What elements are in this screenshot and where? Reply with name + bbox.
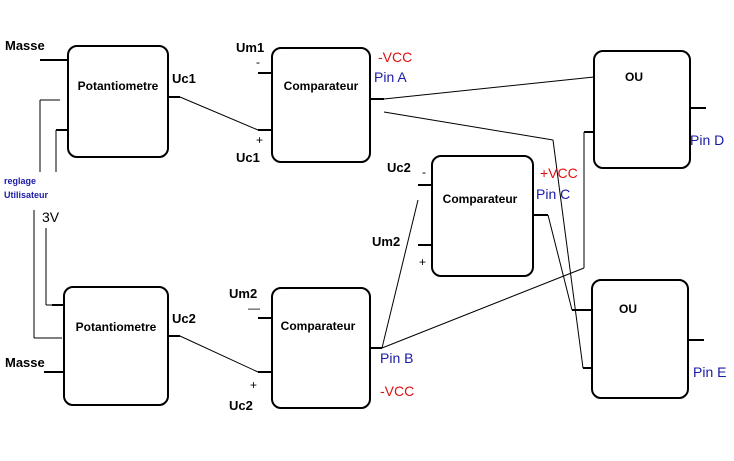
block-pot-top: Potantiometre — [67, 45, 169, 158]
block-comp-b: Comparateur — [271, 287, 371, 409]
comp-a-label: Comparateur — [284, 79, 359, 93]
comp-a-minus-sign: - — [256, 55, 260, 69]
comp-b-minus-sign: — — [248, 301, 260, 315]
comp-b-plus-sign: + — [250, 378, 257, 392]
wire-pin-a-to-ou-e — [552, 139, 584, 369]
pot-bottom-label: Potantiometre — [76, 320, 157, 334]
pot-top-label: Potantiometre — [78, 79, 159, 93]
wire-uc1-to-comp-a — [179, 96, 259, 131]
wires — [33, 59, 706, 373]
um1-label: Um1 — [236, 40, 264, 55]
wire-uc2-to-comp-b — [179, 335, 259, 373]
wire-pin-a-to-ou-d — [383, 76, 595, 100]
comp-c-plus-sign: + — [419, 255, 426, 269]
supply-b-label: -VCC — [380, 383, 414, 399]
pin-a-label: Pin A — [374, 69, 407, 85]
block-pot-bottom: Potantiometre — [63, 286, 169, 406]
pin-d-label: Pin D — [690, 132, 724, 148]
comp-a-plus-sign: + — [256, 133, 263, 147]
comp-c-minus-sign: - — [422, 165, 426, 179]
block-ou-d: OU — [593, 50, 691, 169]
wire-pin-c-to-ou-e — [547, 214, 573, 311]
um2-c-label: Um2 — [372, 234, 400, 249]
masse-top-label: Masse — [5, 38, 45, 53]
uc2-out-label: Uc2 — [172, 311, 196, 326]
utilisateur-label: Utilisateur — [4, 190, 49, 200]
ou-d-label: OU — [625, 70, 643, 84]
voltage-3v-label: 3V — [42, 209, 60, 225]
uc2-c-label: Uc2 — [387, 160, 411, 175]
pin-e-label: Pin E — [693, 364, 726, 380]
uc1-in-label: Uc1 — [236, 150, 260, 165]
pin-c-label: Pin C — [536, 186, 570, 202]
ou-e-label: OU — [619, 302, 637, 316]
pin-b-label: Pin B — [380, 350, 413, 366]
wire-pin-a-diag — [383, 111, 554, 141]
masse-bottom-label: Masse — [5, 355, 45, 370]
block-ou-e: OU — [591, 279, 689, 399]
um2-b-label: Um2 — [229, 286, 257, 301]
block-comp-a: Comparateur — [271, 47, 371, 163]
uc2-in-label: Uc2 — [229, 398, 253, 413]
comp-b-label: Comparateur — [281, 319, 356, 333]
wire-pin-b-to-bus — [381, 267, 585, 349]
uc1-out-label: Uc1 — [172, 71, 196, 86]
supply-c-label: +VCC — [540, 165, 578, 181]
wire-pin-b-to-comp-c — [381, 199, 419, 349]
comp-c-label: Comparateur — [443, 192, 518, 206]
block-comp-c: Comparateur — [431, 155, 534, 277]
supply-a-label: -VCC — [378, 49, 412, 65]
reglage-label: reglage — [4, 176, 36, 186]
